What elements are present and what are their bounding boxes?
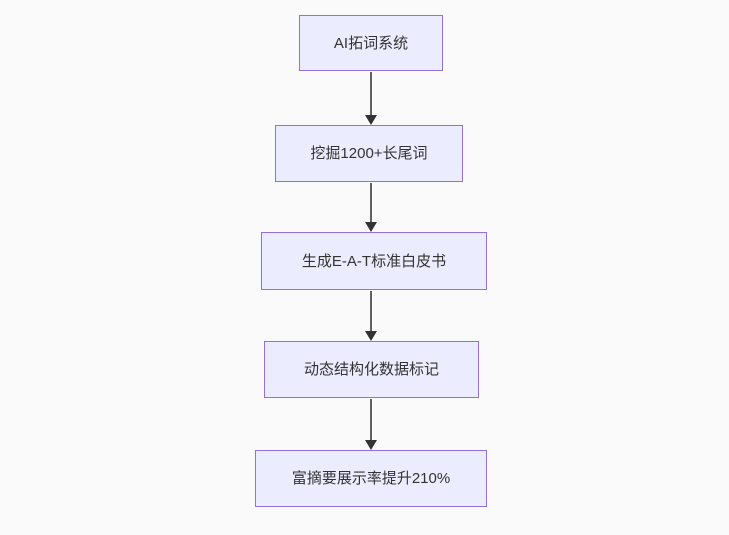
- node-label: 富摘要展示率提升210%: [291, 470, 451, 487]
- arrow-down-icon: [370, 183, 372, 222]
- node-label: 挖掘1200+长尾词: [310, 145, 428, 162]
- arrow-down-icon: [370, 399, 372, 440]
- flowchart-node-ai-keyword-system: AI拓词系统: [299, 15, 443, 71]
- flowchart-node-structured-data-markup: 动态结构化数据标记: [264, 341, 479, 398]
- flowchart-node-longtail-mining: 挖掘1200+长尾词: [275, 125, 463, 182]
- node-label: 动态结构化数据标记: [303, 361, 439, 378]
- arrow-down-icon: [370, 72, 372, 115]
- arrow-down-icon: [370, 291, 372, 331]
- flowchart-node-rich-snippet-lift: 富摘要展示率提升210%: [255, 450, 487, 507]
- node-label: AI拓词系统: [333, 34, 409, 52]
- node-label: 生成E-A-T标准白皮书: [301, 252, 447, 270]
- flowchart-node-eat-whitepaper: 生成E-A-T标准白皮书: [261, 232, 487, 290]
